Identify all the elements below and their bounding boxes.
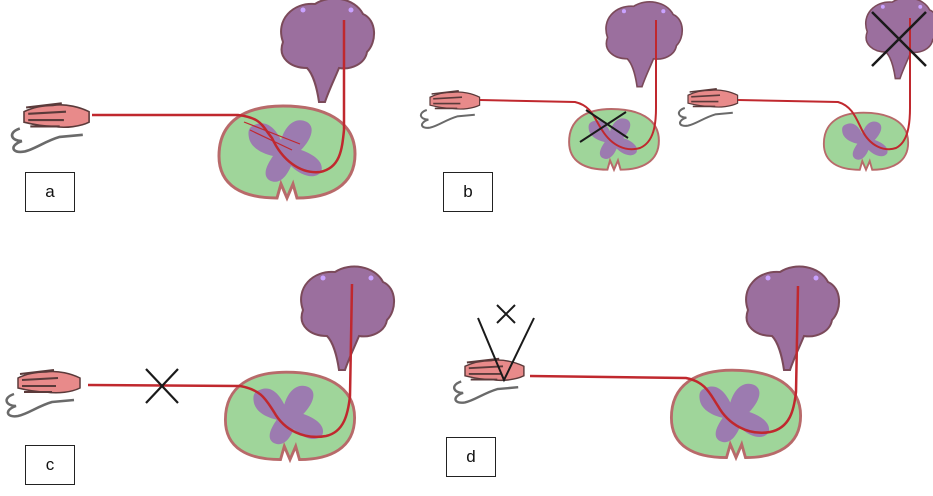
- hand-icon: [421, 91, 480, 128]
- brain-icon: [606, 2, 682, 87]
- brain-icon: [301, 267, 394, 370]
- spinal-cord-cross-section: [225, 372, 354, 459]
- panel-label-c: c: [25, 445, 75, 485]
- lesion-x-mark: [497, 305, 515, 323]
- hand-icon: [7, 370, 80, 416]
- panel-label-a: a: [25, 172, 75, 212]
- spinal-cord-cross-section: [671, 370, 800, 457]
- spinal-cord-cross-section: [219, 106, 355, 198]
- hand-icon: [12, 103, 89, 152]
- spinal-cord-cross-section: [824, 113, 908, 170]
- panel-a: [12, 0, 374, 198]
- hand-icon: [454, 359, 524, 403]
- panel-c: [7, 267, 394, 460]
- panel-b: [421, 0, 933, 170]
- brain-icon: [746, 267, 839, 370]
- panel-d: [454, 267, 839, 458]
- panel-label-b: b: [443, 172, 493, 212]
- hand-icon: [679, 89, 738, 126]
- panel-label-d: d: [446, 437, 496, 477]
- brain-icon: [281, 0, 374, 102]
